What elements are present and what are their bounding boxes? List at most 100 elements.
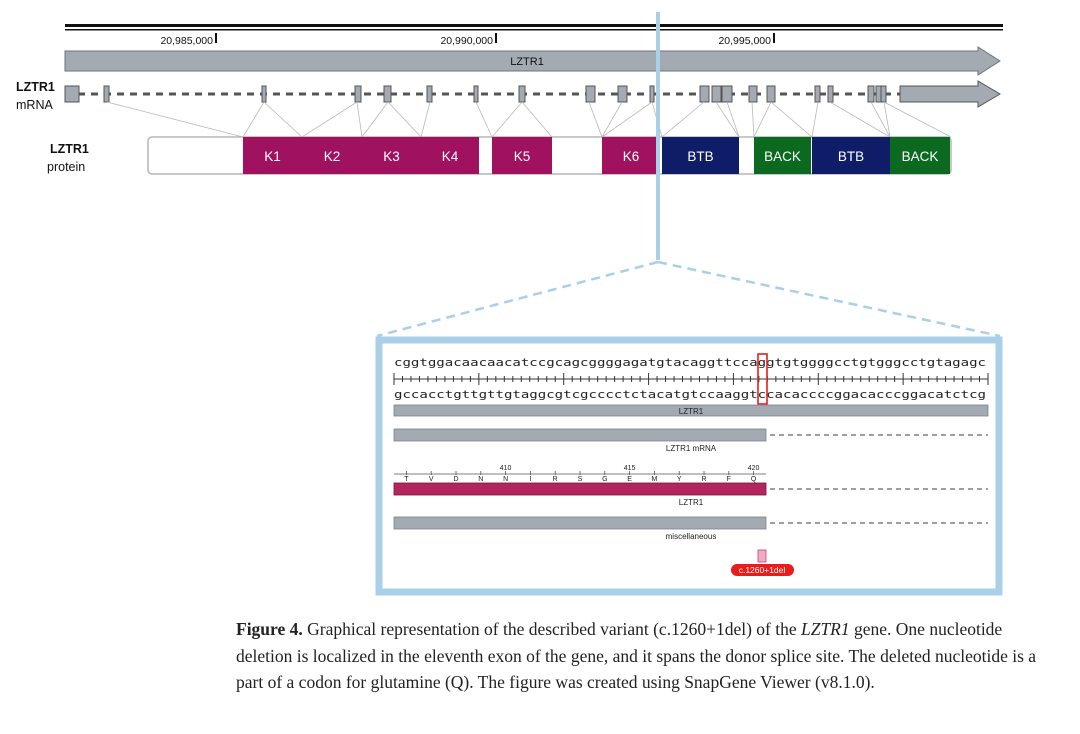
ruler-coord-label: 20,990,000 — [440, 35, 493, 47]
aa-letter: M — [651, 476, 657, 483]
protein-domain-label: BACK — [902, 149, 939, 164]
figure-caption: Figure 4. Graphical representation of th… — [236, 616, 1060, 696]
aa-letter: V — [429, 476, 434, 483]
exon-box — [875, 85, 882, 103]
protein-domain-label: K6 — [623, 149, 640, 164]
connector-line — [601, 101, 623, 138]
aa-letter: F — [727, 476, 731, 483]
protein-domain-box — [890, 137, 950, 174]
feature-label-protein: LZTR1 — [679, 498, 704, 507]
protein-track-name: LZTR1 — [50, 142, 89, 156]
connector-line — [420, 101, 431, 138]
exon-box — [766, 85, 776, 103]
aa-letter: R — [553, 476, 558, 483]
mrna-3prime-arrow — [899, 80, 1001, 108]
protein-domain-box — [662, 137, 739, 174]
zoom-panel — [375, 336, 1003, 596]
connector-line — [883, 101, 952, 138]
aa-letter: Q — [751, 476, 757, 483]
protein-domain-box — [243, 137, 302, 174]
aa-letter: E — [627, 476, 632, 483]
feature-bar-misc — [393, 516, 767, 530]
protein-track-sub: protein — [47, 160, 85, 174]
exon-box — [64, 85, 80, 103]
protein-domain-box — [302, 137, 362, 174]
protein-domain-label: K2 — [324, 149, 341, 164]
feature-label-mrna: LZTR1 mRNA — [666, 444, 717, 453]
exon-box — [473, 85, 479, 103]
feature-label-gene: LZTR1 — [679, 407, 704, 416]
aa-letter: S — [578, 476, 583, 483]
caption-figure-label: Figure 4. — [236, 619, 303, 639]
connector-line — [356, 101, 363, 138]
aa-letter: N — [503, 476, 508, 483]
connector-line — [715, 101, 740, 138]
connector-line — [263, 101, 303, 138]
protein-domain-label: K3 — [383, 149, 400, 164]
exon-box — [721, 85, 733, 103]
exon-box — [354, 85, 362, 103]
variant-marker — [757, 549, 767, 563]
connector-line — [829, 101, 891, 138]
sequence-top-strand: cggtggacaacaacatccgcagcggggagatgtacaggtt… — [394, 356, 986, 369]
connector-line — [770, 101, 813, 138]
ruler-tick — [215, 33, 217, 43]
gene-arrow — [64, 46, 1001, 76]
protein-domain-label: BTB — [838, 149, 864, 164]
figure-4-diagram: 20,985,000 20,990,000 20,995,000 LZTR1 L… — [16, 12, 1003, 596]
connector-line — [106, 101, 244, 138]
connector-line — [726, 101, 740, 138]
zoom-line-left — [376, 260, 659, 338]
aa-number: 415 — [624, 465, 636, 472]
protein-domain-label: BTB — [687, 149, 713, 164]
feature-bar-protein — [393, 482, 767, 496]
aa-letter: Y — [677, 476, 682, 483]
mrna-track-sub: mRNA — [16, 98, 53, 112]
gene-arrow-label: LZTR1 — [510, 56, 544, 68]
aa-number: 410 — [500, 465, 512, 472]
aa-number: 420 — [748, 465, 760, 472]
exon-box — [585, 85, 596, 103]
protein-domain-label: K1 — [264, 149, 281, 164]
exon-box — [699, 85, 710, 103]
connector-line — [361, 101, 389, 138]
ruler-tick — [773, 33, 775, 43]
connector-line — [601, 101, 653, 138]
exon-protein-connectors — [106, 101, 952, 138]
ruler-coord-label: 20,995,000 — [718, 35, 771, 47]
aa-letter: D — [453, 476, 458, 483]
protein-domain-label: K5 — [514, 149, 531, 164]
aa-letter: I — [529, 476, 531, 483]
variant-badge — [731, 564, 794, 576]
exon-box — [827, 85, 834, 103]
exon-box — [649, 85, 655, 103]
exon-box — [426, 85, 433, 103]
connector-line — [588, 101, 603, 138]
protein-domain-box — [421, 137, 479, 174]
feature-bar-mrna — [393, 428, 767, 442]
connector-line — [242, 101, 265, 138]
exon-box — [103, 85, 110, 103]
protein-domain-box — [602, 137, 660, 174]
protein-domain-box — [492, 137, 552, 174]
aa-letter: N — [478, 476, 483, 483]
connector-line — [491, 101, 523, 138]
exon-box — [867, 85, 875, 103]
protein-domain-box — [362, 137, 421, 174]
connector-line — [753, 101, 772, 138]
zoom-line-right — [657, 260, 1001, 338]
variant-badge-label: c.1260+1del — [739, 565, 786, 575]
connector-line — [661, 101, 705, 138]
protein-domain-label: K4 — [442, 149, 459, 164]
exon-box — [711, 85, 722, 103]
connector-line — [387, 101, 422, 138]
deleted-nucleotide-highlight — [757, 353, 768, 405]
genome-ruler-line-2 — [65, 29, 1003, 31]
caption-text-2: gene. One nucleotide deletion is localiz… — [236, 619, 1037, 692]
exon-box — [383, 85, 392, 103]
protein-domain-box — [812, 137, 890, 174]
genome-ruler-line — [65, 24, 1003, 27]
exon-group — [64, 85, 887, 103]
